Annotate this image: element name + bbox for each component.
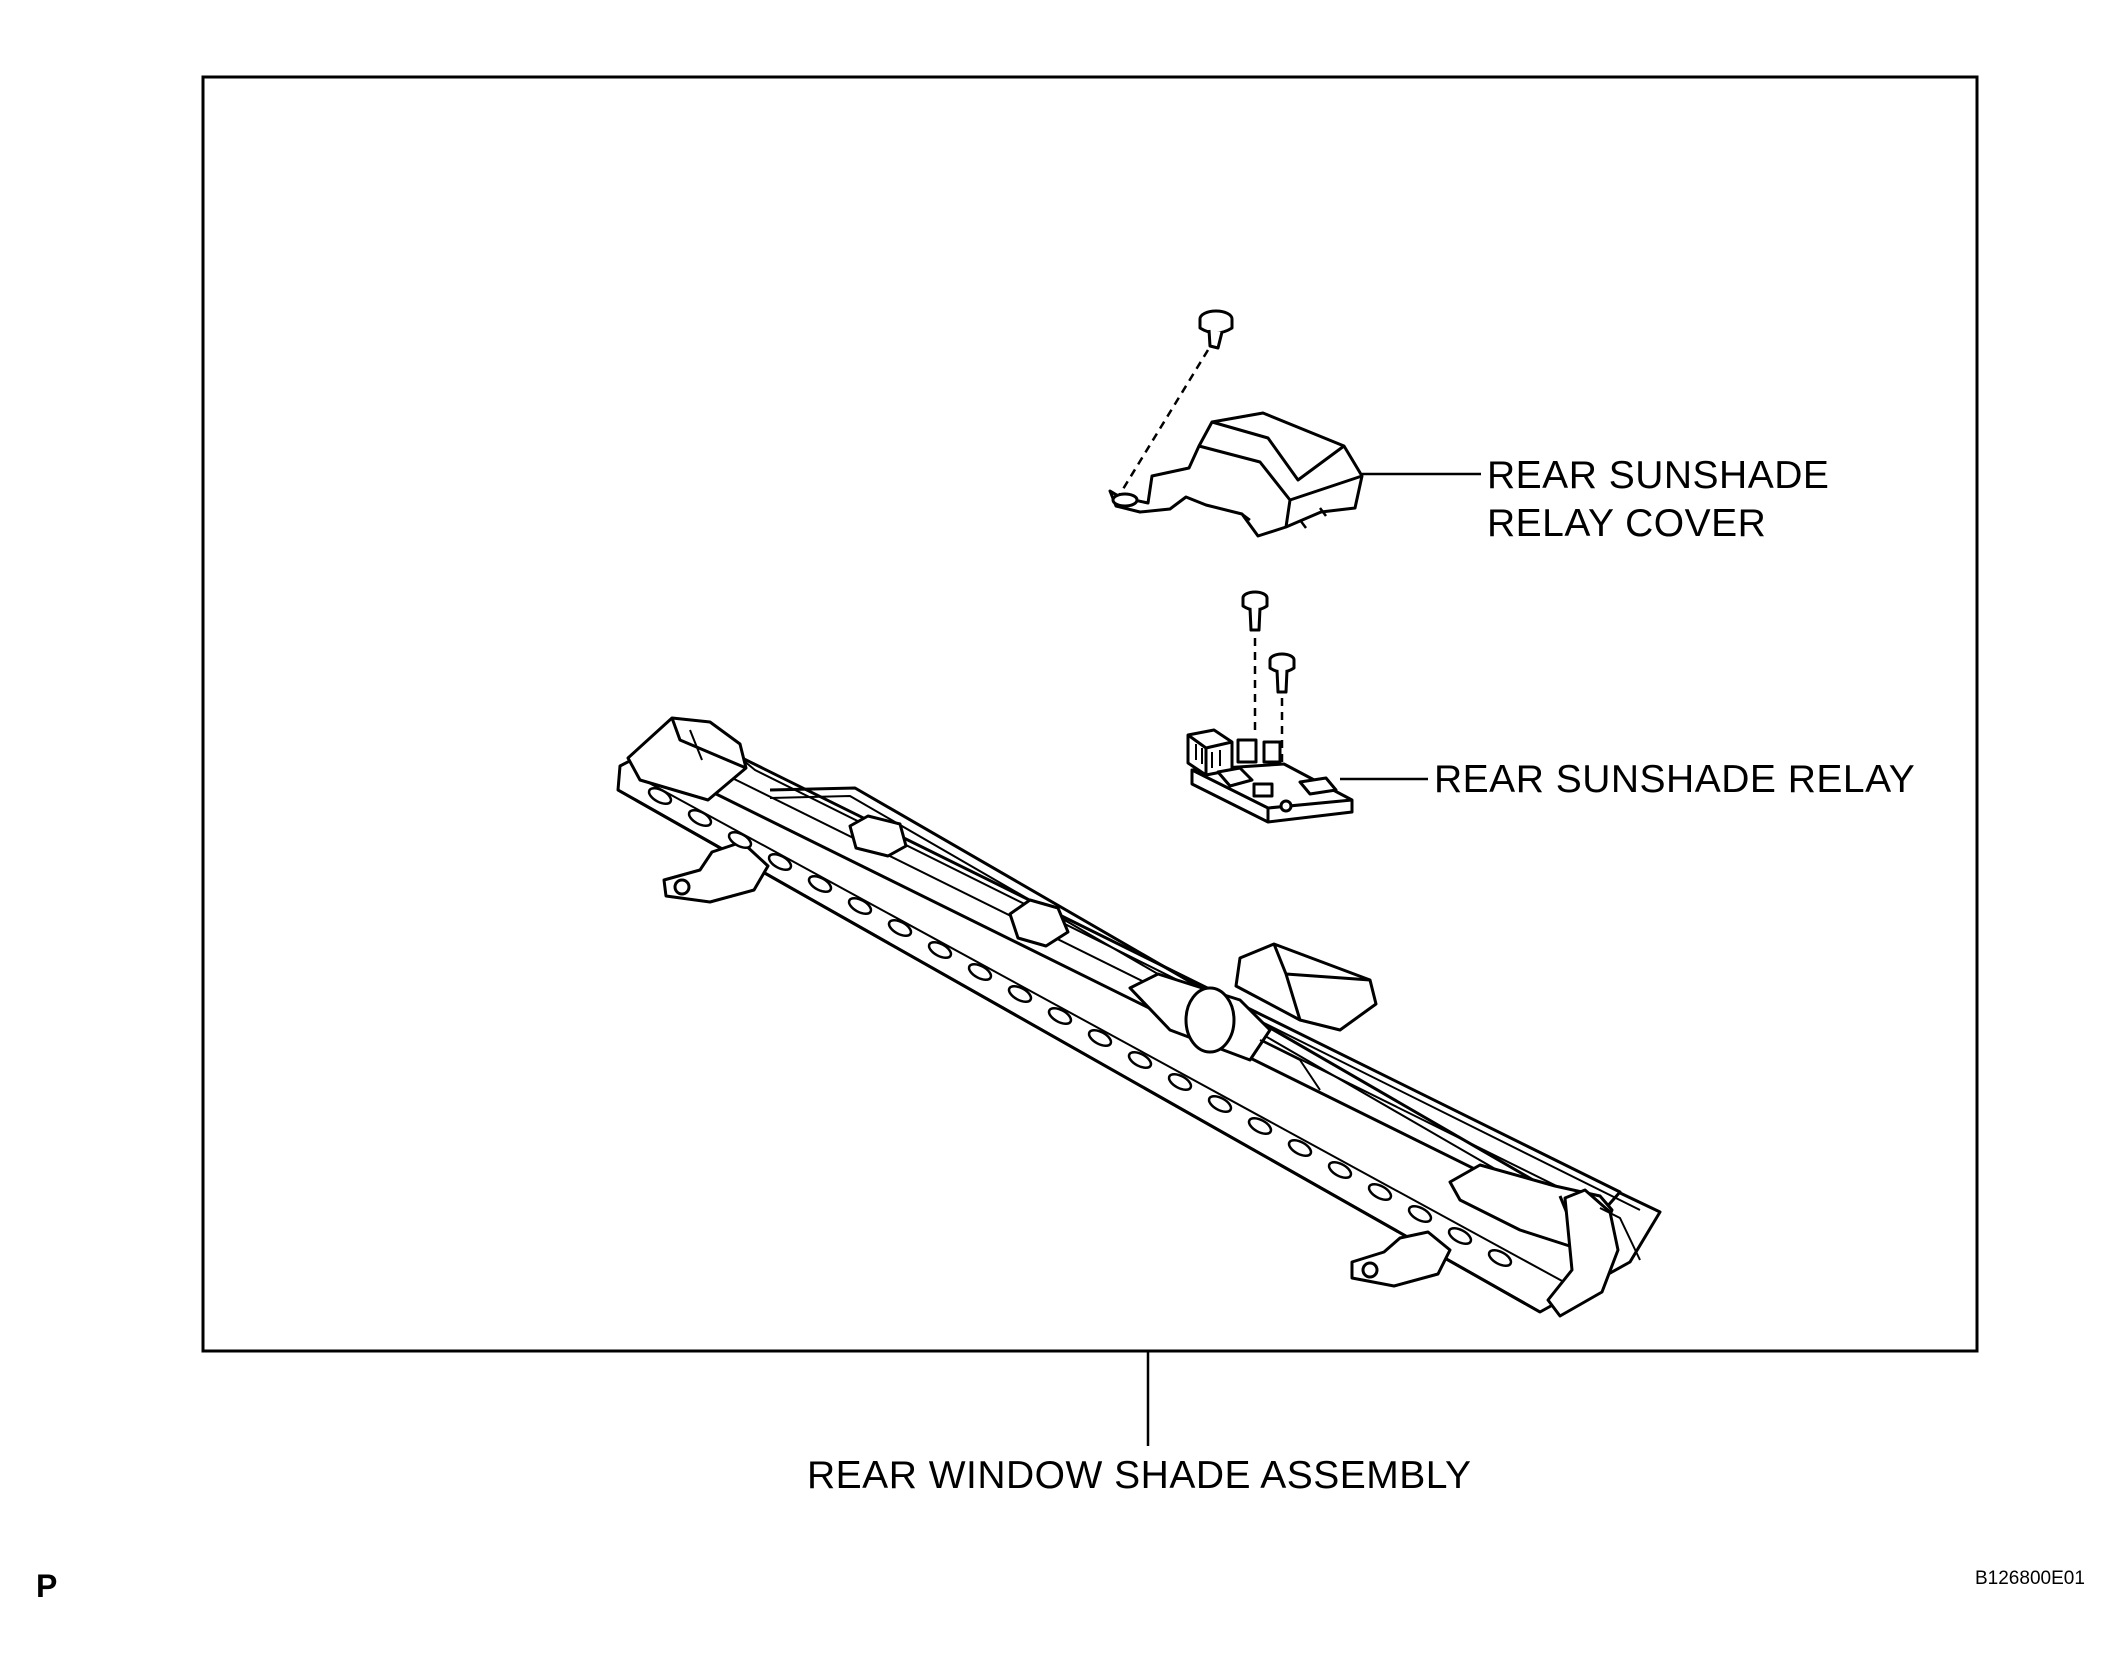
cover-screw-guide bbox=[1118, 349, 1210, 495]
page-marker: P bbox=[36, 1568, 58, 1604]
relay-cover-label: REAR SUNSHADE RELAY COVER bbox=[1487, 452, 1829, 548]
relay-screw-left bbox=[1241, 590, 1269, 632]
relay-cover-label-line1: REAR SUNSHADE bbox=[1487, 454, 1830, 497]
assembly-label: REAR WINDOW SHADE ASSEMBLY bbox=[807, 1454, 1472, 1497]
shade-assembly bbox=[616, 716, 1662, 1318]
diagram-frame bbox=[201, 75, 1979, 1353]
relay-cover-label-line2: RELAY COVER bbox=[1487, 502, 1767, 545]
cover-screw bbox=[1198, 309, 1234, 350]
figure-code: B126800E01 bbox=[1975, 1568, 2085, 1589]
relay-cover bbox=[1108, 411, 1364, 538]
relay-screw-right bbox=[1268, 652, 1296, 694]
rail-slots bbox=[647, 787, 1513, 1267]
relay-board bbox=[1186, 728, 1354, 824]
relay-label: REAR SUNSHADE RELAY bbox=[1434, 758, 1916, 801]
